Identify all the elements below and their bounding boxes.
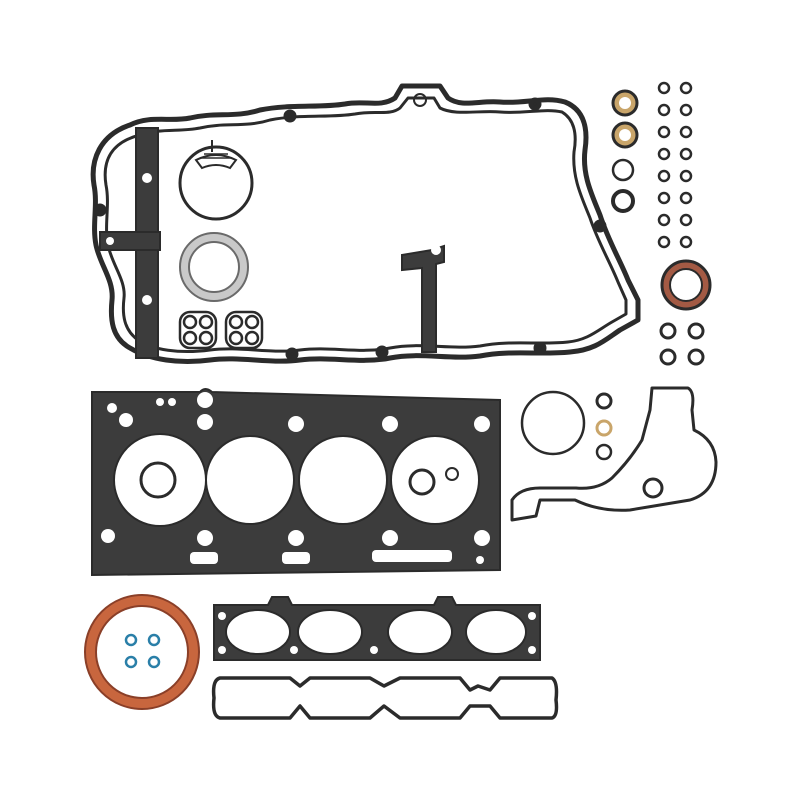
head-gasket [91, 388, 501, 577]
exhaust-ring-gasket [179, 232, 249, 302]
exhaust-manifold-gasket [213, 596, 541, 661]
intake-manifold-gasket [211, 676, 559, 720]
rear-main-seal [84, 594, 200, 710]
blue-o-rings [124, 633, 161, 669]
small-o-rings [595, 392, 613, 461]
throttle-body-gasket [178, 140, 254, 221]
valve-stem-seals [657, 81, 693, 249]
spark-plug-tube-seals [99, 127, 161, 359]
cam-seals [611, 89, 639, 213]
valve-cover-gasket [90, 83, 641, 364]
water-pump-o-ring [520, 390, 586, 456]
breather-gasket [401, 244, 445, 353]
o-ring-set-right [659, 322, 705, 366]
front-crank-seal [660, 259, 712, 311]
injector-seals [178, 310, 264, 350]
timing-cover-gasket [510, 386, 718, 522]
